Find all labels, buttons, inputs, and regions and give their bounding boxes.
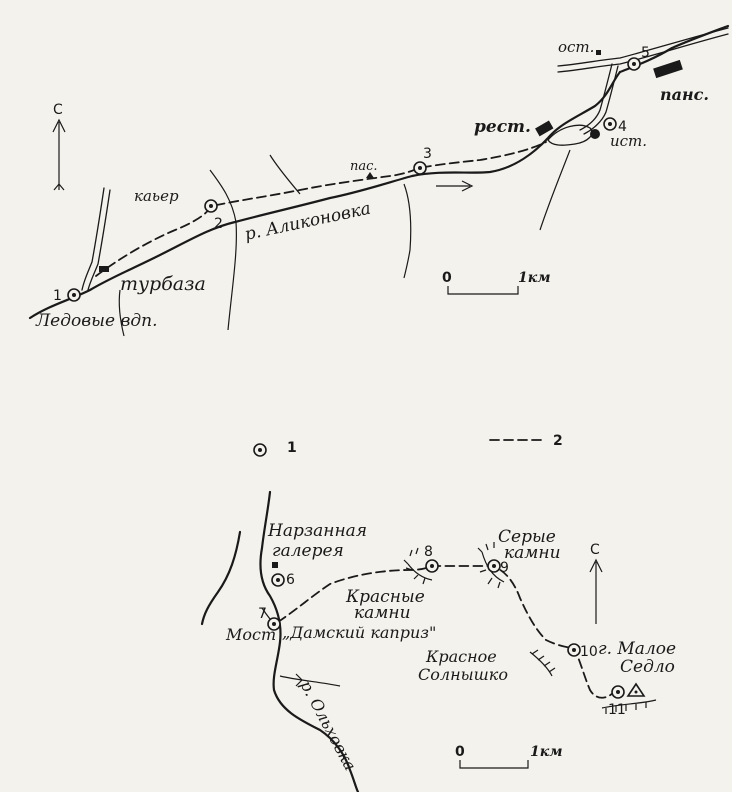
marker-5 [627,57,641,71]
marker-3 [413,161,427,175]
restaurant-building [535,120,554,137]
marker-10-label: 10 [580,644,598,660]
pension-building [653,59,683,79]
label-ledovye: Ледовые вдп. [35,311,157,331]
label-most: Мост [225,625,276,644]
marker-8 [425,559,439,573]
map-bottom: С 6 7 8 9 10 11 Нарзанная галерея Красны… [200,490,676,792]
marker-11 [611,685,625,699]
marker-10 [567,643,581,657]
stop-mark [596,50,601,55]
north-label-top: С [53,102,63,118]
north-arrow-top: С [52,102,66,191]
marker-1-label: 1 [53,288,62,304]
label-narzan-1: Нарзанная [267,521,367,541]
scale-zero-bottom: 0 [455,744,465,760]
river-olkhovka [259,490,360,792]
north-label-bottom: С [590,542,600,558]
marker-2 [204,199,218,213]
summit-triangle [626,682,646,697]
spring-mark [590,129,600,139]
legend: 1 2 [253,433,563,457]
legend-item-1-label: 1 [287,440,297,456]
marker-2-label: 2 [214,216,223,232]
label-pas: пас. [350,159,378,174]
legend-item-2-label: 2 [553,433,563,449]
marker-4 [603,117,617,131]
label-river-olkhovka: р. Ольховка [296,677,359,774]
marker-4-label: 4 [618,119,627,135]
scale-bar-top: 0 1км [442,270,551,295]
scale-end-top: 1км [518,270,551,286]
turbaza-building [99,266,109,272]
label-solnyshko-1: Красное [425,647,497,666]
label-ost: ост. [558,38,594,56]
legend-marker-symbol [253,443,267,457]
map-top: С [28,24,730,337]
marker-8-label: 8 [424,544,433,560]
river-alikonovka [28,70,622,320]
marker-5-label: 5 [641,45,650,61]
scale-bar-bottom: 0 1км [455,744,563,769]
marker-6 [271,573,285,587]
label-solnyshko-2: Солнышко [418,665,508,684]
marker-9-label: 9 [500,560,509,576]
label-serye-2: камни [504,543,561,563]
marker-7-label: 7 [258,606,267,622]
label-kaver: каьер [134,187,179,205]
label-narzan-2: галерея [272,541,344,561]
label-krasnye-2: камни [354,603,411,623]
label-pans: панс. [660,85,709,104]
marker-6-label: 6 [286,572,295,588]
scale-zero-top: 0 [442,270,452,286]
north-arrow-bottom: С [589,542,603,624]
label-sedlo-1: г. Малое [598,639,676,659]
marker-7 [267,617,281,631]
narzan-gallery-mark [272,562,278,568]
label-ist: ист. [610,132,647,150]
marker-11-label: 11 [608,702,626,718]
scale-end-bottom: 1км [530,744,563,760]
label-serye-1: Серые [498,527,556,547]
marker-1 [67,288,81,302]
label-turbaza: турбаза [120,273,206,295]
label-rest: рест. [474,117,531,137]
label-krasnye-1: Красные [345,587,425,607]
marker-3-label: 3 [423,146,432,162]
label-kapriz: „Дамский каприз" [282,623,436,642]
marker-9 [487,559,501,573]
label-sedlo-2: Седло [620,657,675,677]
route-trail-top [95,141,547,277]
label-river-alikonovka: р. Аликоновка [243,199,373,245]
route-trail-bottom [277,565,615,699]
